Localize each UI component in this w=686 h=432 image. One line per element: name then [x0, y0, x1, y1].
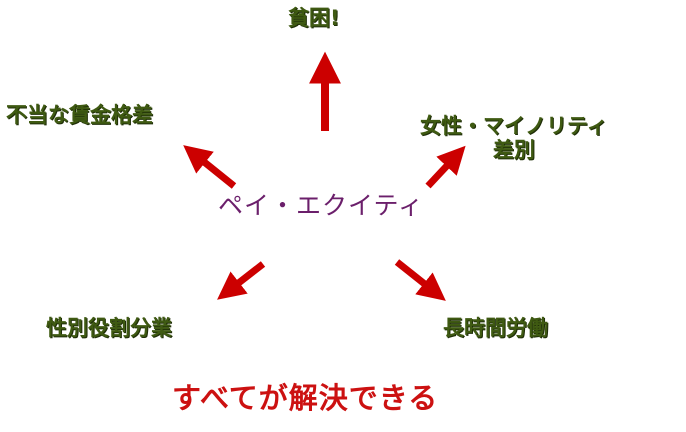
arrow-to-discrimination [425, 145, 466, 189]
arrow-to-long-hours [394, 259, 446, 301]
issue-label-discrimination: 女性・マイノリティ 差別 [420, 114, 608, 162]
issue-label-gender-roles: 性別役割分業 [46, 316, 172, 340]
issue-label-poverty: 貧困! [288, 6, 340, 30]
issue-label-wage-gap: 不当な賃金格差 [6, 103, 153, 127]
conclusion-text: すべてが解決できる [172, 381, 439, 415]
arrow-to-wage-gap [183, 145, 237, 189]
arrow-to-gender-roles [217, 261, 266, 300]
issue-label-discrimination-text: 女性・マイノリティ 差別 [420, 114, 608, 163]
issue-label-long-hours: 長時間労働 [443, 316, 548, 340]
center-label: ペイ・エクイティ [218, 191, 425, 220]
